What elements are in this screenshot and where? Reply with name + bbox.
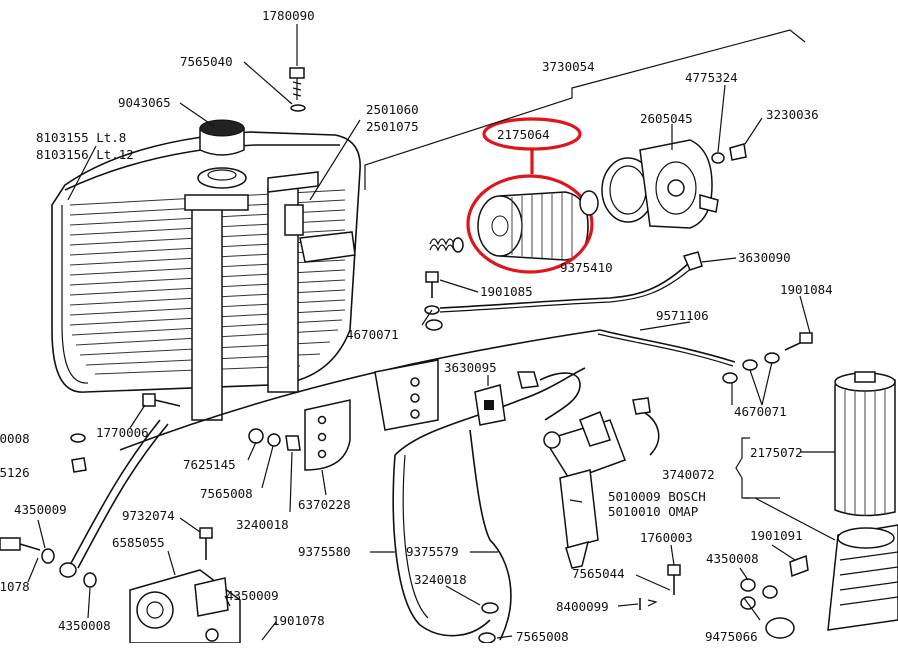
fuel-pump — [129, 569, 241, 644]
fuel-lines — [69, 261, 736, 641]
label-4350008-left: 4350008 — [58, 618, 111, 633]
label-9732074: 9732074 — [122, 508, 175, 523]
brace — [735, 437, 750, 499]
label-5010009: 5010009 BOSCH — [608, 489, 706, 504]
mounting-brackets — [304, 359, 506, 471]
label-50008: 50008 — [0, 431, 30, 446]
label-2175064: 2175064 — [497, 127, 550, 142]
label-65126: 65126 — [0, 465, 30, 480]
label-4670071-right: 4670071 — [734, 404, 787, 419]
label-7565008-mid: 7565008 — [200, 486, 253, 501]
label-1901085: 1901085 — [480, 284, 533, 299]
label-8103155: 8103155 Lt.8 — [36, 130, 126, 145]
injector — [543, 411, 626, 569]
secondary-filter — [827, 371, 898, 631]
label-1760003: 1760003 — [640, 530, 693, 545]
label-9375410: 9375410 — [560, 260, 613, 275]
label-3740072: 3740072 — [662, 467, 715, 482]
label-3730054: 3730054 — [542, 59, 595, 74]
assembly-outline — [364, 29, 806, 190]
label-1901091: 1901091 — [750, 528, 803, 543]
label-9043065: 9043065 — [118, 95, 171, 110]
label-1770006: 1770006 — [96, 425, 149, 440]
label-2501060: 2501060 — [366, 102, 419, 117]
label-4350009-bottom: 4350009 — [226, 588, 279, 603]
label-7565040: 7565040 — [180, 54, 233, 69]
label-7625145: 7625145 — [183, 457, 236, 472]
filter-head — [579, 139, 747, 229]
label-9375579: 9375579 — [406, 544, 459, 559]
fuel-tank — [51, 119, 361, 421]
label-9475066: 9475066 — [705, 629, 758, 643]
label-7565044: 7565044 — [572, 566, 625, 581]
label-3240018-left: 3240018 — [236, 517, 289, 532]
label-4350008-right: 4350008 — [706, 551, 759, 566]
label-3630095: 3630095 — [444, 360, 497, 375]
label-8103156: 8103156 Lt.12 — [36, 147, 134, 162]
label-2501075: 2501075 — [366, 119, 419, 134]
filter-spring — [429, 237, 464, 253]
part-labels: 1780090 7565040 9043065 8103155 Lt.8 810… — [0, 8, 833, 644]
label-4775324: 4775324 — [685, 70, 738, 85]
filter-highlight — [466, 117, 594, 274]
label-8400099: 8400099 — [556, 599, 609, 614]
label-2605045: 2605045 — [640, 111, 693, 126]
label-01078: 01078 — [0, 579, 30, 594]
label-7565008-bottom: 7565008 — [516, 629, 569, 643]
label-4670071-left: 4670071 — [346, 327, 399, 342]
label-3630090: 3630090 — [738, 250, 791, 265]
label-2175072: 2175072 — [750, 445, 803, 460]
label-1901078: 1901078 — [272, 613, 325, 628]
label-4350009-left: 4350009 — [14, 502, 67, 517]
label-3230036: 3230036 — [766, 107, 819, 122]
label-6370228: 6370228 — [298, 497, 351, 512]
label-3240018-bottom: 3240018 — [414, 572, 467, 587]
label-9375580: 9375580 — [298, 544, 351, 559]
label-6585055: 6585055 — [112, 535, 165, 550]
label-1901084: 1901084 — [780, 282, 833, 297]
hardware — [0, 67, 813, 644]
label-9571106: 9571106 — [656, 308, 709, 323]
label-5010010: 5010010 OMAP — [608, 504, 698, 519]
filter-cartridge — [477, 191, 589, 261]
label-1780090: 1780090 — [262, 8, 315, 23]
leader-lines — [27, 24, 836, 641]
